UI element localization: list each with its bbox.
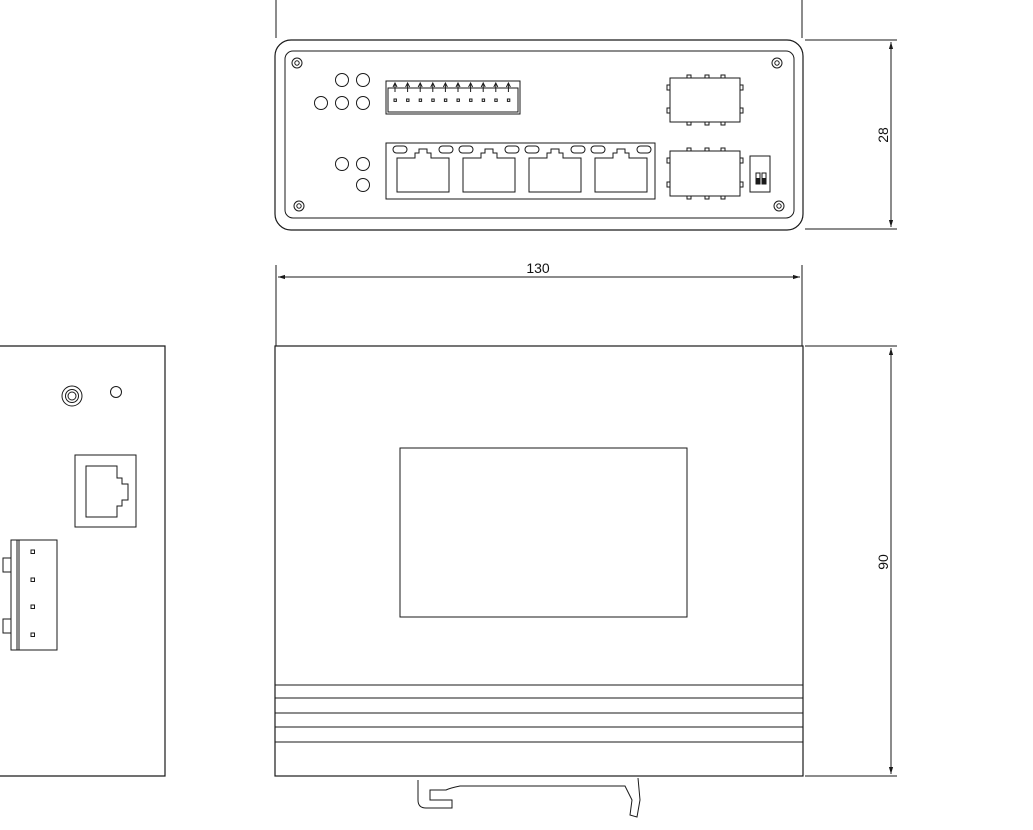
dimension-height-label: 28 xyxy=(875,127,891,143)
terminal-pin xyxy=(455,81,461,102)
side-view-outline xyxy=(0,345,166,777)
terminal-pin xyxy=(468,81,474,102)
rj45-jack xyxy=(458,145,520,193)
terminal-pin xyxy=(392,81,398,102)
rj45-jack xyxy=(392,145,454,193)
side-led xyxy=(110,386,122,398)
terminal-block-front xyxy=(385,80,521,115)
din-rail-clip xyxy=(417,777,641,818)
rj45-jack xyxy=(524,145,586,193)
label-area xyxy=(399,447,688,618)
terminal-pin xyxy=(417,81,423,102)
side-terminal-block xyxy=(2,539,58,651)
terminal-pin xyxy=(505,81,511,102)
front-panel-outer xyxy=(274,39,804,231)
rj45-port-block xyxy=(385,142,656,200)
dimension-width-label: 130 xyxy=(526,260,550,276)
front-panel-inner xyxy=(284,50,795,219)
terminal-pin xyxy=(430,81,436,102)
terminal-pin xyxy=(493,81,499,102)
terminal-pin xyxy=(405,81,411,102)
led-group-lower xyxy=(335,157,370,192)
dip-switch xyxy=(749,155,771,193)
dimension-depth-label: 90 xyxy=(875,554,891,570)
front-view xyxy=(274,0,804,231)
screw-bottom-right xyxy=(773,200,785,212)
screw-top-left xyxy=(291,57,303,69)
terminal-pin xyxy=(480,81,486,102)
rj45-jack xyxy=(590,145,652,193)
sfp-cage-lower xyxy=(666,147,744,200)
screw-bottom-left xyxy=(293,200,305,212)
dimension-width: 130 xyxy=(275,260,803,346)
side-rj45-port xyxy=(74,454,137,528)
sfp-cage-upper xyxy=(666,74,744,126)
led-group-upper xyxy=(314,73,370,110)
terminal-pin xyxy=(442,81,448,102)
top-view xyxy=(274,345,804,818)
top-view-outline xyxy=(274,345,804,777)
dimension-height: 28 xyxy=(805,39,897,230)
screw-top-right xyxy=(771,57,783,69)
side-view xyxy=(0,345,166,777)
ground-screw xyxy=(61,385,83,407)
dimension-depth: 90 xyxy=(805,345,897,777)
